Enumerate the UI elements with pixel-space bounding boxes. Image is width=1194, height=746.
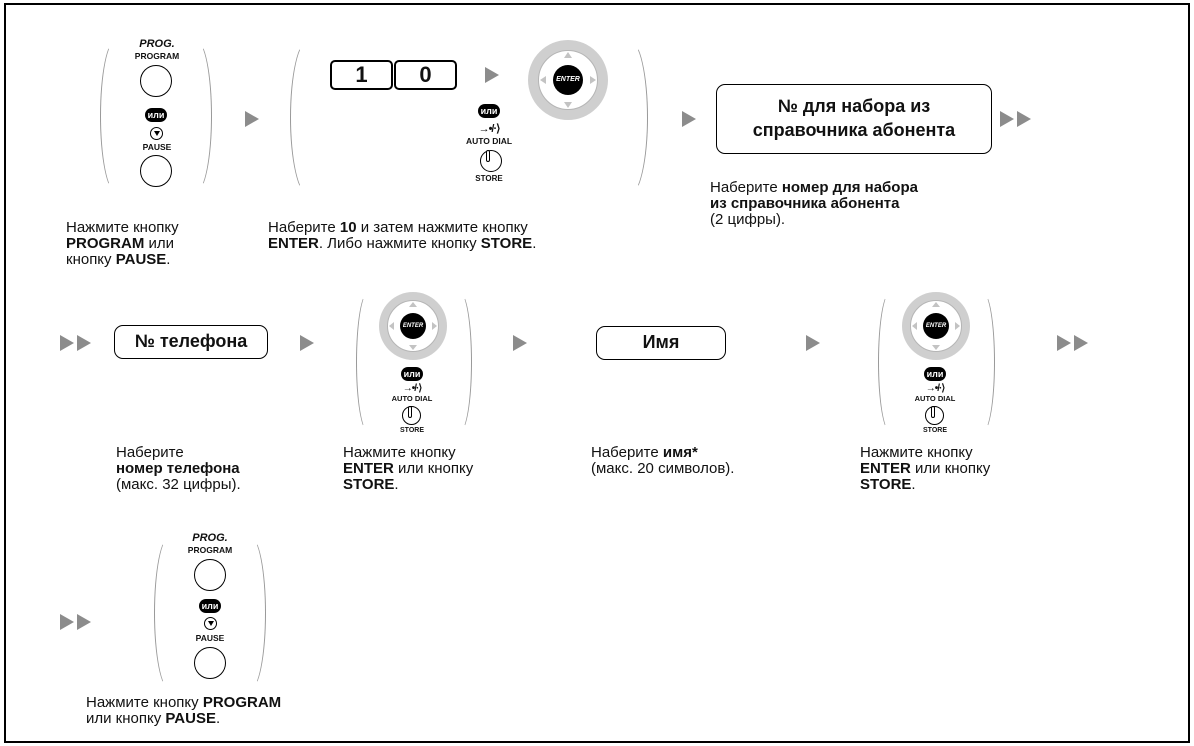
double-arrow-icon: [1057, 335, 1091, 351]
navigator-key[interactable]: ENTER: [528, 40, 608, 120]
double-arrow-icon: [60, 335, 94, 351]
right-parenthesis: [975, 292, 995, 432]
right-parenthesis: [186, 40, 212, 192]
pause-button[interactable]: [194, 647, 226, 679]
caption-step1: Нажмите кнопку PROGRAM или кнопку PAUSE.: [66, 219, 179, 268]
auto-dial-icon: →•/·⟩: [402, 383, 423, 394]
store-label: STORE: [923, 427, 947, 434]
store-label: STORE: [400, 427, 424, 434]
prog-label: PROG.: [192, 532, 228, 544]
auto-dial-icon: →•/·⟩: [478, 123, 501, 135]
name-box: Имя: [596, 326, 726, 360]
auto-dial-icon: →•/·⟩: [925, 383, 946, 394]
left-parenthesis: [290, 40, 320, 195]
prog-label: PROG.: [139, 38, 175, 50]
abbreviated-number-line1: № для набора из: [777, 96, 931, 116]
or-badge: или: [924, 367, 946, 381]
or-badge: или: [478, 104, 500, 118]
enter-button[interactable]: ENTER: [400, 313, 426, 339]
arrow-icon: [682, 111, 696, 127]
program-button[interactable]: [140, 65, 172, 97]
arrow-icon: [245, 111, 259, 127]
right-parenthesis: [618, 40, 648, 195]
diagram-frame: [4, 3, 1190, 743]
phone-number-box: № телефона: [114, 325, 268, 359]
double-arrow-icon: [1000, 111, 1034, 127]
pause-label: PAUSE: [195, 633, 225, 643]
right-parenthesis: [240, 536, 266, 690]
enter-button[interactable]: ENTER: [553, 65, 583, 95]
caption-step5: Нажмите кнопку ENTER или кнопку STORE.: [343, 444, 474, 493]
caption-step8: Нажмите кнопку PROGRAM или кнопку PAUSE.: [86, 694, 282, 727]
enter-button[interactable]: ENTER: [923, 313, 949, 339]
store-button[interactable]: [925, 406, 944, 425]
caption-step2: Наберите 10 и затем нажмите кнопку ENTER…: [268, 219, 537, 252]
caption-step3: Наберите номер для набора из справочника…: [710, 179, 918, 228]
auto-dial-label: AUTO DIAL: [465, 136, 513, 146]
caption-step6: Наберите имя* (макс. 20 символов).: [591, 444, 735, 477]
caption-step7: Нажмите кнопку ENTER или кнопку STORE.: [860, 444, 991, 493]
arrow-icon: [513, 335, 527, 351]
left-parenthesis: [878, 292, 898, 432]
digit-key-0[interactable]: 0: [394, 60, 457, 90]
arrow-icon: [485, 67, 499, 83]
right-parenthesis: [452, 292, 472, 432]
left-parenthesis: [154, 536, 180, 690]
navigator-key[interactable]: ENTER: [379, 292, 447, 360]
left-parenthesis: [100, 40, 126, 192]
pause-icon: [150, 127, 163, 140]
or-badge: или: [145, 108, 167, 122]
double-arrow-icon: [60, 614, 94, 630]
auto-dial-label: AUTO DIAL: [914, 394, 956, 403]
abbreviated-number-line2: справочника абонента: [752, 120, 956, 140]
store-label: STORE: [475, 174, 503, 183]
program-label: PROGRAM: [187, 545, 233, 555]
program-button[interactable]: [194, 559, 226, 591]
pause-button[interactable]: [140, 155, 172, 187]
store-button[interactable]: [402, 406, 421, 425]
abbreviated-number-box: № для набора из справочника абонента: [716, 84, 992, 154]
auto-dial-label: AUTO DIAL: [391, 394, 433, 403]
arrow-icon: [300, 335, 314, 351]
navigator-key[interactable]: ENTER: [902, 292, 970, 360]
store-button[interactable]: [480, 150, 502, 172]
or-badge: или: [199, 599, 221, 613]
program-label: PROGRAM: [134, 51, 180, 61]
pause-label: PAUSE: [142, 142, 172, 152]
left-parenthesis: [356, 292, 376, 432]
or-badge: или: [401, 367, 423, 381]
arrow-icon: [806, 335, 820, 351]
caption-step4: Наберите номер телефона (макс. 32 цифры)…: [116, 444, 241, 493]
pause-icon: [204, 617, 217, 630]
digit-key-1[interactable]: 1: [330, 60, 393, 90]
